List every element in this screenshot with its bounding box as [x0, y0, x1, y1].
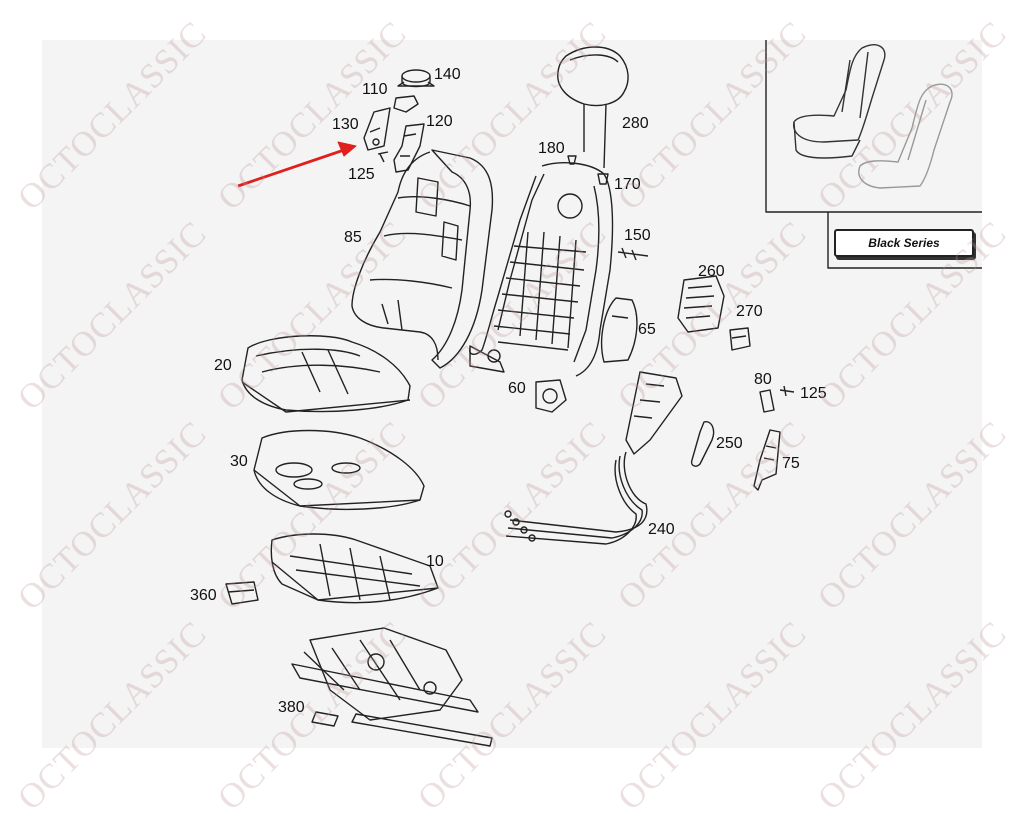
part-30-drawing — [253, 429, 425, 511]
part-260-drawing — [677, 275, 725, 333]
part-label-20: 20 — [214, 357, 232, 374]
part-label-120: 120 — [426, 113, 453, 130]
part-280-drawing — [557, 46, 629, 169]
part-label-110: 110 — [362, 81, 388, 98]
part-360-drawing — [225, 581, 259, 605]
inset-seat-black — [793, 44, 886, 159]
part-label-150: 150 — [624, 227, 651, 244]
part-240-drawing — [504, 371, 683, 545]
part-label-65: 65 — [638, 321, 656, 338]
part-label-170: 170 — [614, 176, 641, 193]
part-label-60: 60 — [508, 380, 526, 397]
part-label-125: 125 — [348, 166, 375, 183]
part-380-drawing — [291, 627, 493, 747]
part-150-drawing — [617, 247, 649, 261]
part-label-270: 270 — [736, 303, 763, 320]
red-arrow — [237, 141, 357, 188]
part-60-drawing — [468, 162, 614, 413]
part-10-drawing — [270, 533, 439, 604]
part-label-80: 80 — [754, 371, 772, 388]
part-250-drawing — [690, 421, 715, 467]
part-125-screw-drawing — [377, 151, 389, 163]
part-140-drawing — [397, 69, 435, 88]
seat-drawing — [225, 40, 982, 747]
part-80-drawing — [759, 389, 775, 413]
part-label-260: 260 — [698, 263, 725, 280]
part-label-180: 180 — [538, 140, 565, 157]
part-label-130: 130 — [332, 116, 359, 133]
part-label-10: 10 — [426, 553, 444, 570]
part-label-380: 380 — [278, 699, 305, 716]
inset-badge-frame — [827, 212, 982, 269]
part-label-30: 30 — [230, 453, 248, 470]
part-label-125b: 125 — [800, 385, 827, 402]
part-20-drawing — [241, 335, 411, 413]
part-120-drawing — [393, 123, 425, 173]
part-label-250: 250 — [716, 435, 743, 452]
part-85-drawing — [351, 149, 494, 369]
inset-seat-grey — [858, 83, 953, 189]
part-label-240: 240 — [648, 521, 675, 538]
part-130-drawing — [363, 107, 391, 151]
part-label-75: 75 — [782, 455, 800, 472]
part-65-drawing — [601, 297, 638, 363]
black-series-badge: Black Series — [834, 229, 974, 257]
inset-frame — [765, 40, 982, 213]
part-label-360: 360 — [190, 587, 217, 604]
part-75-drawing — [753, 429, 781, 491]
part-label-140: 140 — [434, 66, 461, 83]
part-270-drawing — [729, 327, 751, 351]
part-110-drawing — [393, 95, 419, 113]
part-180-drawing — [567, 155, 577, 165]
part-label-280: 280 — [622, 115, 649, 132]
part-125b-drawing — [779, 385, 795, 397]
parts-diagram: Black Series 140 110 130 120 125 85 180 … — [10, 14, 1014, 818]
part-label-85: 85 — [344, 229, 362, 246]
